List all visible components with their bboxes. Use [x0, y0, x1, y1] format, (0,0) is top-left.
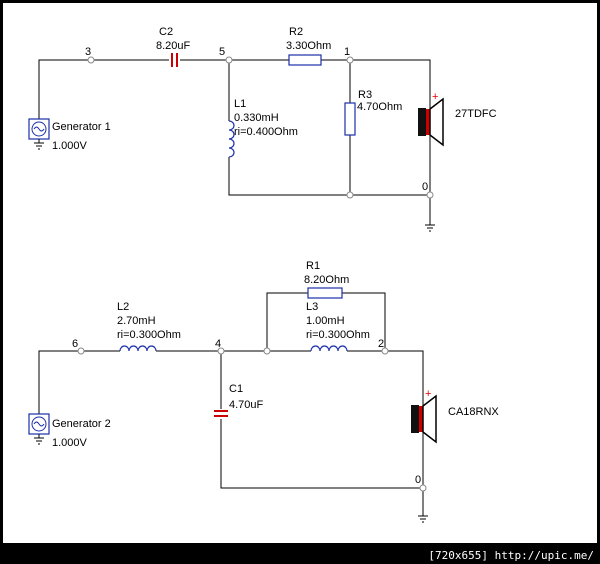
inductor-l3-value: 1.00mH	[306, 315, 345, 327]
schematic-canvas: Generator 1 1.000V C2 8.20uF R2 3.30Ohm …	[3, 3, 597, 543]
canvas-background	[3, 3, 597, 543]
wire	[220, 419, 424, 516]
speaker-ca18rnx[interactable]: +	[411, 388, 437, 444]
inductor-l1-value: 0.330mH	[234, 112, 279, 124]
resistor-r3-value: 4.70Ohm	[357, 101, 402, 113]
node-3[interactable]	[87, 56, 95, 64]
wire	[266, 292, 308, 351]
inductor-l3[interactable]	[310, 345, 348, 352]
generator-2-symbol[interactable]	[28, 413, 50, 445]
node-3-label: 3	[85, 46, 91, 58]
node-0[interactable]	[426, 191, 434, 199]
speaker-polarity-plus: +	[432, 91, 438, 103]
circuit-2: Generator 2 1.000V L2 2.70mH ri=0.300Ohm…	[28, 260, 499, 523]
node-0-label: 0	[415, 474, 421, 486]
inductor-l2-value: 2.70mH	[117, 315, 156, 327]
node-4[interactable]	[217, 347, 225, 355]
capacitor-c2-name: C2	[159, 26, 173, 38]
capacitor-c2-value: 8.20uF	[156, 40, 191, 52]
generator-2-name: Generator 2	[52, 418, 111, 430]
ground-icon	[418, 515, 428, 523]
inductor-l2-ri: ri=0.300Ohm	[117, 329, 181, 341]
node-junction[interactable]	[346, 191, 354, 199]
resistor-r1-name: R1	[306, 260, 320, 272]
generator-1-name: Generator 1	[52, 121, 111, 133]
wire	[38, 350, 120, 416]
inductor-l3-ri: ri=0.300Ohm	[306, 329, 370, 341]
resistor-r1-value: 8.20Ohm	[304, 274, 349, 286]
node-junction[interactable]	[263, 347, 271, 355]
resistor-r1[interactable]	[307, 287, 343, 299]
resistor-r2-name: R2	[289, 26, 303, 38]
node-0[interactable]	[419, 484, 427, 492]
speaker-27tdfc-name: 27TDFC	[455, 108, 497, 120]
node-0-label: 0	[422, 181, 428, 193]
inductor-l1-ri: ri=0.400Ohm	[234, 126, 298, 138]
ground-icon	[425, 224, 435, 232]
node-5-label: 5	[219, 46, 225, 58]
circuit-1: Generator 1 1.000V C2 8.20uF R2 3.30Ohm …	[28, 26, 497, 232]
resistor-r3[interactable]	[344, 102, 356, 136]
wire	[38, 59, 169, 123]
node-2-label: 2	[378, 338, 384, 350]
generator-2-value: 1.000V	[52, 437, 88, 449]
inductor-l1-name: L1	[234, 98, 246, 110]
inductor-l3-name: L3	[306, 301, 318, 313]
generator-1-value: 1.000V	[52, 140, 88, 152]
node-5[interactable]	[225, 56, 233, 64]
inductor-l2-name: L2	[117, 301, 129, 313]
resistor-r2[interactable]	[288, 54, 322, 66]
wire	[228, 157, 431, 225]
node-6-label: 6	[72, 338, 78, 350]
node-2[interactable]	[381, 347, 389, 355]
capacitor-c1-name: C1	[229, 383, 243, 395]
inductor-l2[interactable]	[119, 345, 157, 352]
speaker-ca18rnx-name: CA18RNX	[448, 406, 499, 418]
capacitor-c1[interactable]	[214, 410, 228, 417]
node-6[interactable]	[77, 347, 85, 355]
speaker-polarity-plus: +	[425, 388, 431, 400]
generator-1-symbol[interactable]	[28, 118, 50, 150]
resistor-r2-value: 3.30Ohm	[286, 40, 331, 52]
watermark-text: [720x655] http://upic.me/	[428, 549, 594, 562]
wire	[342, 292, 386, 351]
capacitor-c2[interactable]	[171, 53, 178, 67]
node-1-label: 1	[344, 46, 350, 58]
speaker-27tdfc[interactable]: +	[418, 91, 444, 147]
wire	[321, 59, 431, 95]
node-4-label: 4	[215, 338, 221, 350]
wire	[347, 350, 424, 391]
inductor-l1[interactable]	[228, 120, 235, 158]
resistor-r3-name: R3	[358, 89, 372, 101]
node-1[interactable]	[346, 56, 354, 64]
capacitor-c1-value: 4.70uF	[229, 399, 264, 411]
